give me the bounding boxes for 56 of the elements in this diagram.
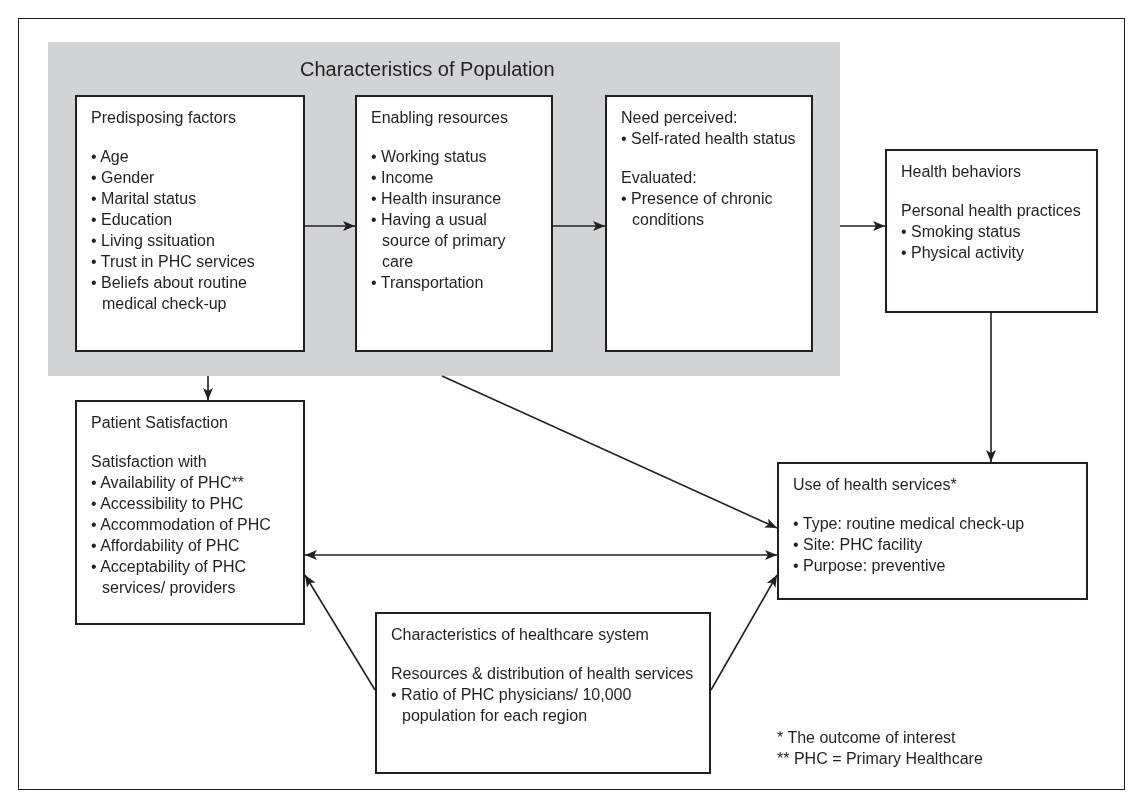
box-heading: Patient Satisfaction (91, 413, 229, 433)
factor-box (355, 95, 553, 352)
arrow (304, 221, 356, 231)
box-heading: Characteristics of healthcare system (391, 625, 650, 645)
bullet-item: • Affordability of PHC (91, 536, 241, 556)
box-heading: Health behaviors (901, 162, 1023, 182)
bullet-item: • Site: PHC facility (793, 535, 924, 555)
bullet-item: • Living ssituation (91, 231, 216, 251)
bullet-item: • Availability of PHC** (91, 473, 245, 493)
bullet-item: • Health insurance (371, 189, 503, 209)
arrow (710, 574, 778, 691)
box-heading: Enabling resources (371, 108, 509, 128)
box-heading: Use of health services* (793, 475, 958, 495)
factor-box (885, 149, 1098, 313)
bullet-item: • Accessibility to PHC (91, 494, 245, 514)
bullet-item: • Self-rated health status (621, 129, 797, 149)
bullet-item: • Acceptability of PHC services/ providers (91, 557, 247, 598)
arrow (203, 375, 213, 401)
bullet-item: • Beliefs about routine medical check-up (91, 273, 248, 314)
factor-box (75, 95, 305, 352)
arrow (552, 221, 606, 231)
bullet-item: • Trust in PHC services (91, 252, 256, 272)
box-heading: Need perceived: (621, 108, 739, 128)
bullet-item: • Education (91, 210, 174, 230)
bullet-item: • Income (371, 168, 435, 188)
arrow (304, 550, 778, 560)
factor-box (777, 462, 1088, 600)
bullet-item: • Smoking status (901, 222, 1022, 242)
group-panel (48, 42, 840, 376)
bullet-item: • Accommodation of PHC (91, 515, 272, 535)
bullet-item: • Purpose: preventive (793, 556, 947, 576)
bullet-item: • Transportation (371, 273, 485, 293)
arrow (304, 574, 376, 691)
footnote: ** PHC = Primary Healthcare (777, 749, 983, 769)
bullet-item: • Working status (371, 147, 488, 167)
bullet-item: • Physical activity (901, 243, 1025, 263)
factor-box (75, 400, 305, 625)
arrow (986, 312, 996, 463)
box-text: Personal health practices (901, 201, 1082, 221)
box-text: Satisfaction with (91, 452, 208, 472)
box-heading: Predisposing factors (91, 108, 237, 128)
bullet-item: • Marital status (91, 189, 198, 209)
bullet-item: • Presence of chronic conditions (621, 189, 774, 230)
bullet-item: • Ratio of PHC physicians/ 10,000 population for each region (391, 685, 633, 726)
bullet-item: • Type: routine medical check-up (793, 514, 1026, 534)
box-text: Resources & distribution of health services (391, 664, 695, 684)
factor-box (375, 612, 711, 774)
factor-box (605, 95, 813, 352)
bullet-item: • Having a usual source of primary care (371, 210, 507, 272)
box-text: Evaluated: (621, 168, 698, 188)
arrow (839, 221, 886, 231)
bullet-item: • Age (91, 147, 130, 167)
bullet-item: • Gender (91, 168, 156, 188)
footnote: * The outcome of interest (777, 728, 957, 748)
panel-title: Characteristics of Population (299, 57, 556, 82)
arrow (441, 375, 778, 529)
